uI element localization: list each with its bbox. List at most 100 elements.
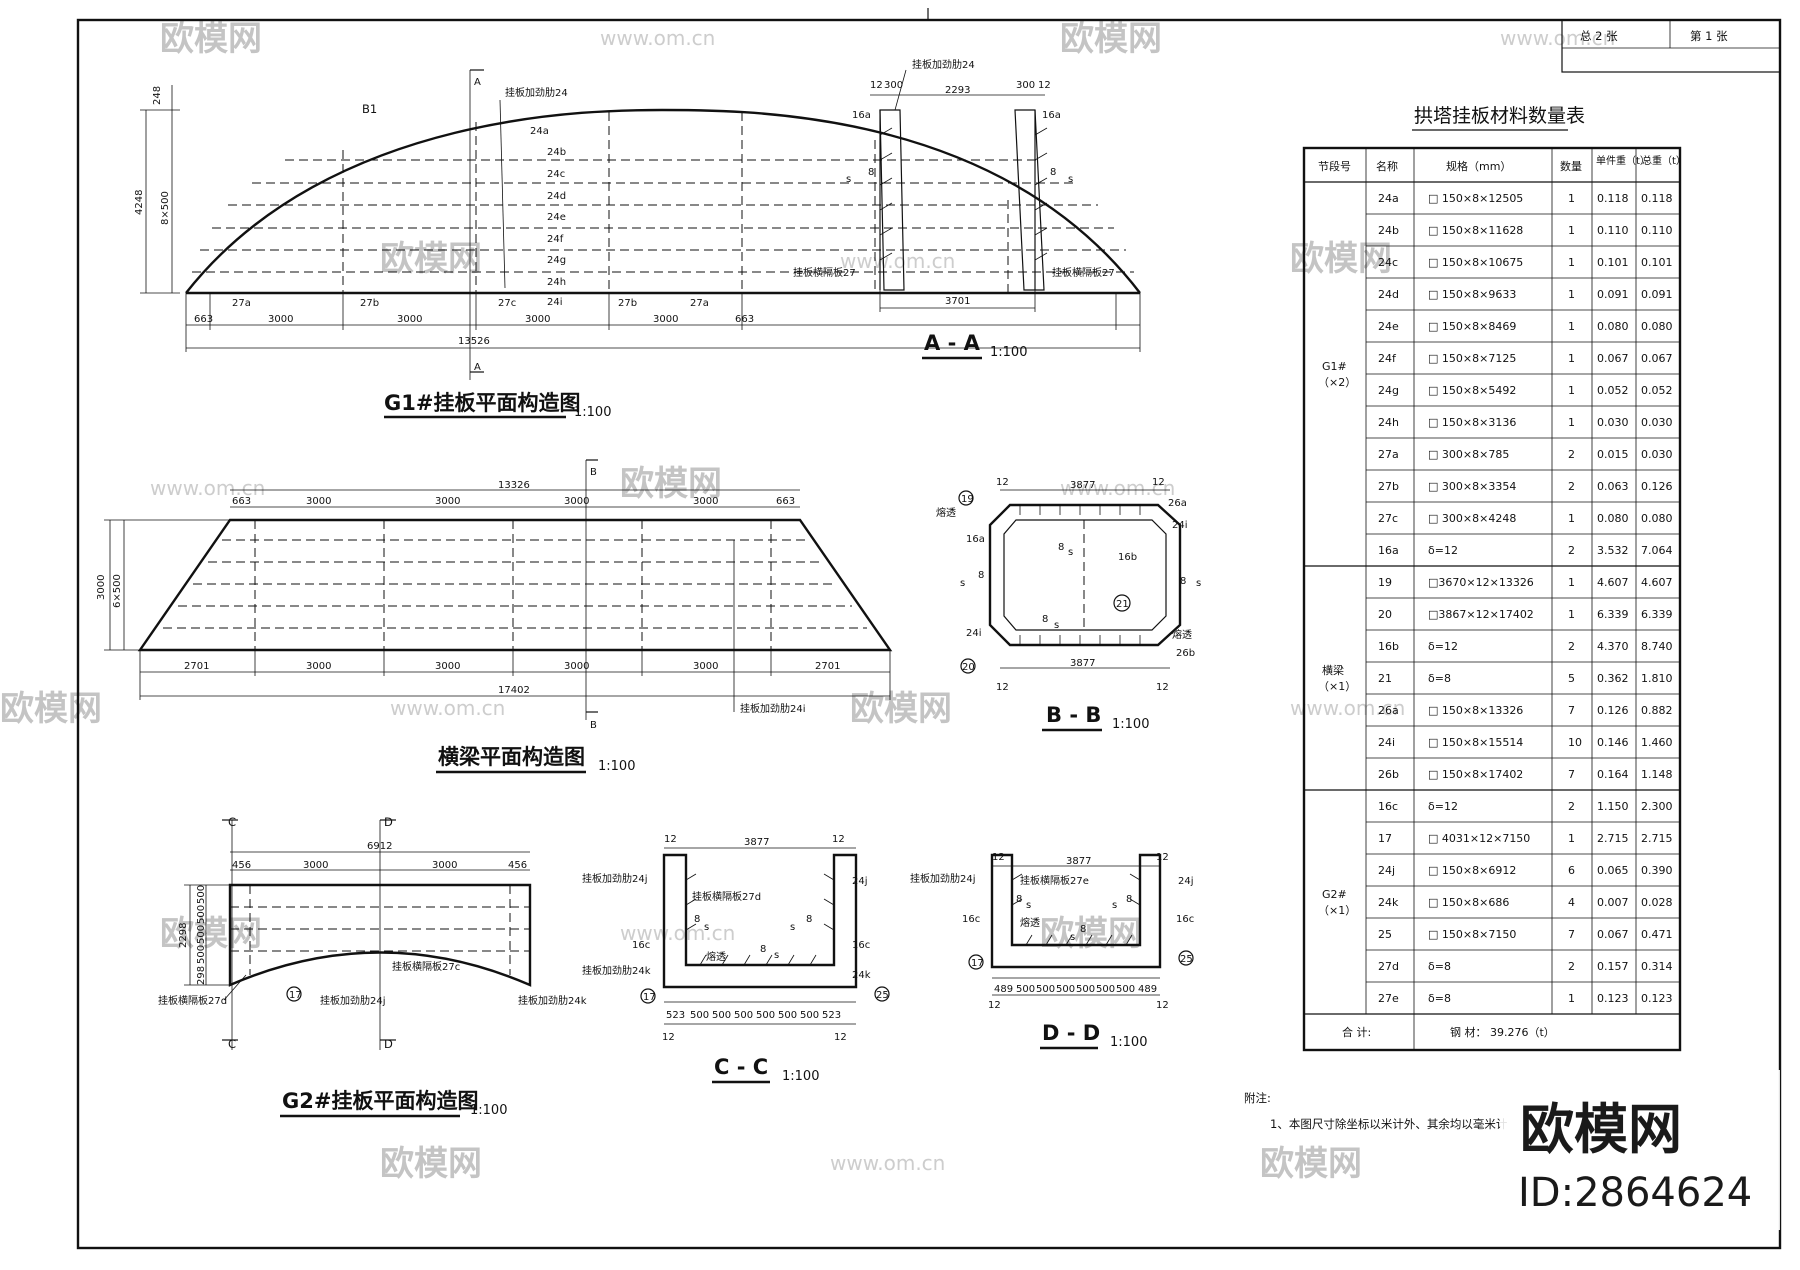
- svg-text:24i: 24i: [547, 297, 563, 308]
- svg-text:12: 12: [834, 1032, 847, 1043]
- table-cell-total: 2.715: [1641, 832, 1673, 845]
- g1-section-mark-bottom: A: [474, 362, 481, 373]
- table-cell-spec: δ=12: [1428, 544, 1458, 557]
- table-cell-unit: 0.146: [1597, 736, 1629, 749]
- beam-plan-view: B B 13326 663 3000 3000 3000 3000 663 30…: [96, 459, 893, 774]
- watermark-brand: 欧模网: [850, 689, 952, 729]
- table-cell-qty: 2: [1568, 544, 1575, 557]
- table-cell-qty: 7: [1568, 768, 1575, 781]
- table-cell-name: 27a: [1378, 448, 1399, 461]
- notes-line-1: 1、本图尺寸除坐标以米计外、其余均以毫米计: [1270, 1117, 1508, 1131]
- cc-weld-full: 熔透: [706, 950, 726, 963]
- watermark-url: www.om.cn: [1500, 26, 1615, 50]
- svg-text:8: 8: [978, 570, 984, 581]
- g2-dims: 456 3000 3000 456: [232, 860, 527, 871]
- table-cell-spec: □ 300×8×785: [1428, 448, 1509, 461]
- svg-text:16b: 16b: [1118, 552, 1137, 563]
- aa-plate-left: 挂板横隔板27: [793, 266, 856, 279]
- table-cell-name: 24h: [1378, 416, 1399, 429]
- bb-t12-br: 12: [1156, 682, 1169, 693]
- cc-rib-k: 挂板加劲肋24k: [582, 964, 651, 977]
- table-cell-unit: 0.157: [1597, 960, 1629, 973]
- svg-text:27a: 27a: [232, 298, 251, 309]
- table-cell-unit: 0.101: [1597, 256, 1629, 269]
- header-segment: 节段号: [1318, 159, 1351, 173]
- svg-text:21: 21: [1116, 599, 1129, 610]
- table-cell-spec: □ 150×8×15514: [1428, 736, 1523, 749]
- table-cell-name: 26a: [1378, 704, 1399, 717]
- svg-text:12: 12: [1156, 852, 1169, 863]
- svg-text:s: s: [1112, 900, 1117, 911]
- table-cell-name: 24d: [1378, 288, 1399, 301]
- table-cell-qty: 1: [1568, 832, 1575, 845]
- beam-top-dims: 663 3000 3000 3000 3000 663: [232, 496, 795, 507]
- beam-vdim-total: 3000: [96, 575, 107, 600]
- svg-text:27a: 27a: [690, 298, 709, 309]
- header-name: 名称: [1376, 159, 1398, 173]
- watermark-brand: 欧模网: [160, 914, 262, 954]
- table-cell-name: 16b: [1378, 640, 1399, 653]
- svg-text:27b: 27b: [360, 298, 379, 309]
- table-cell-total: 0.028: [1641, 896, 1673, 909]
- watermark-url: www.om.cn: [1290, 696, 1405, 720]
- g2-vdim-parts: 298 500 500 500 500: [196, 885, 207, 985]
- section-c-c: 3877 12 12 挂板加劲肋24j 挂板横隔板27d 24j 16c 16c…: [582, 834, 890, 1084]
- svg-text:s: s: [1068, 547, 1073, 558]
- beam-vdim-grid: 6×500: [112, 574, 123, 608]
- notes: 附注: 1、本图尺寸除坐标以米计外、其余均以毫米计: [1244, 1091, 1508, 1131]
- table-cell-total: 0.314: [1641, 960, 1673, 973]
- table-cell-spec: □3867×12×17402: [1428, 608, 1534, 621]
- svg-text:24e: 24e: [547, 212, 566, 223]
- svg-text:500: 500: [800, 1010, 819, 1021]
- om-logo-brand: 欧模网: [1520, 1098, 1682, 1161]
- section-d-d: 3877 12 12 挂板加劲肋24j 挂板横隔板27e 24j 16c 16c…: [910, 852, 1194, 1050]
- table-cell-unit: 0.067: [1597, 352, 1629, 365]
- g2-callout-17: [286, 986, 302, 1002]
- table-group-mult: （×1）: [1318, 904, 1356, 917]
- aa-dim-12-left: 12: [870, 80, 883, 91]
- svg-text:663: 663: [735, 314, 754, 325]
- table-cell-spec: □ 150×8×3136: [1428, 416, 1516, 429]
- svg-text:24i: 24i: [1172, 520, 1188, 531]
- table-cell-unit: 0.030: [1597, 416, 1629, 429]
- table-cell-unit: 0.065: [1597, 864, 1629, 877]
- bb-t12-right: 12: [1152, 477, 1165, 488]
- table-cell-qty: 1: [1568, 320, 1575, 333]
- table-cell-qty: 4: [1568, 896, 1575, 909]
- bb-dim-bottom: 3877: [1070, 658, 1095, 669]
- table-cell-name: 16a: [1378, 544, 1399, 557]
- bb-callout-19: [958, 490, 974, 506]
- aa-scale: 1:100: [990, 345, 1027, 360]
- cc-scale: 1:100: [782, 1069, 819, 1084]
- table-cell-qty: 2: [1568, 640, 1575, 653]
- watermark-url: www.om.cn: [600, 26, 715, 50]
- svg-text:489: 489: [1138, 984, 1157, 995]
- beam-top-total: 13326: [498, 480, 530, 491]
- svg-text:3000: 3000: [435, 661, 460, 672]
- table-cell-name: 27d: [1378, 960, 1399, 973]
- svg-text:24f: 24f: [547, 234, 564, 245]
- svg-text:8: 8: [1080, 924, 1086, 935]
- svg-text:8: 8: [1042, 614, 1048, 625]
- svg-text:16c: 16c: [852, 940, 870, 951]
- watermark-brand: 欧模网: [160, 19, 262, 59]
- table-cell-unit: 0.091: [1597, 288, 1629, 301]
- svg-text:500: 500: [756, 1010, 775, 1021]
- svg-text:500: 500: [1056, 984, 1075, 995]
- svg-text:8: 8: [1016, 894, 1022, 905]
- svg-text:12: 12: [832, 834, 845, 845]
- svg-text:24b: 24b: [547, 147, 566, 158]
- svg-text:25: 25: [1180, 954, 1193, 965]
- svg-text:24g: 24g: [547, 255, 566, 266]
- notes-head: 附注:: [1244, 1091, 1271, 1105]
